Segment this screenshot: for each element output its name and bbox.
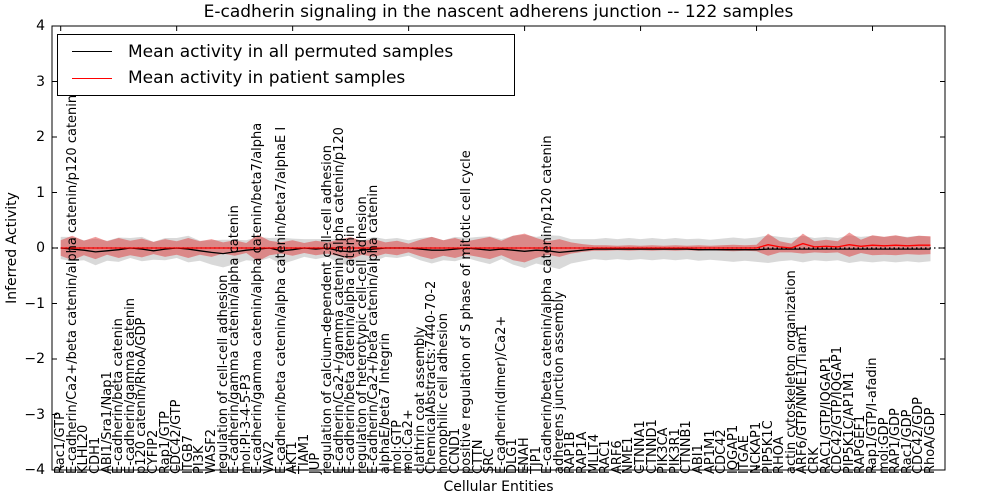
legend-item-permuted: Mean activity in all permuted samples bbox=[58, 42, 514, 62]
patient-mean-line bbox=[60, 242, 931, 249]
x-category-label: RhoA/GDP bbox=[923, 407, 938, 474]
x-category-label: E-cadherin/Ca2+/beta catenin/alpha caten… bbox=[64, 94, 80, 474]
y-tick-label: −2 bbox=[24, 351, 45, 367]
y-tick-label: 2 bbox=[36, 129, 45, 145]
y-tick-label: 3 bbox=[36, 73, 45, 90]
x-category-label: positive regulation of S phase of mitoti… bbox=[459, 150, 475, 474]
legend-label-permuted: Mean activity in all permuted samples bbox=[128, 41, 454, 62]
legend-item-patient: Mean activity in patient samples bbox=[58, 68, 514, 88]
y-tick-label: 4 bbox=[36, 18, 45, 34]
chart-title: E-cadherin signaling in the nascent adhe… bbox=[203, 2, 794, 22]
legend-label-patient: Mean activity in patient samples bbox=[128, 68, 406, 89]
x-category-label: E-cadherin/beta catenin/alpha catenin/be… bbox=[273, 126, 289, 474]
y-tick-label: 1 bbox=[36, 184, 45, 201]
permuted-std-band bbox=[60, 234, 931, 270]
y-tick-label: 0 bbox=[36, 240, 45, 256]
permuted-line-sample-icon bbox=[72, 51, 112, 53]
permuted-mean-line bbox=[60, 247, 931, 255]
y-tick-label: −4 bbox=[24, 462, 45, 478]
y-tick-label: −1 bbox=[24, 295, 45, 312]
x-axis-label: Cellular Entities bbox=[443, 479, 554, 495]
x-category-label: E-cadherin/gamma catenin/alpha catenin/b… bbox=[250, 122, 266, 474]
legend: Mean activity in all permuted samples Me… bbox=[57, 34, 515, 96]
patient-line-sample-icon bbox=[72, 77, 112, 79]
y-tick-label: −3 bbox=[24, 406, 45, 423]
